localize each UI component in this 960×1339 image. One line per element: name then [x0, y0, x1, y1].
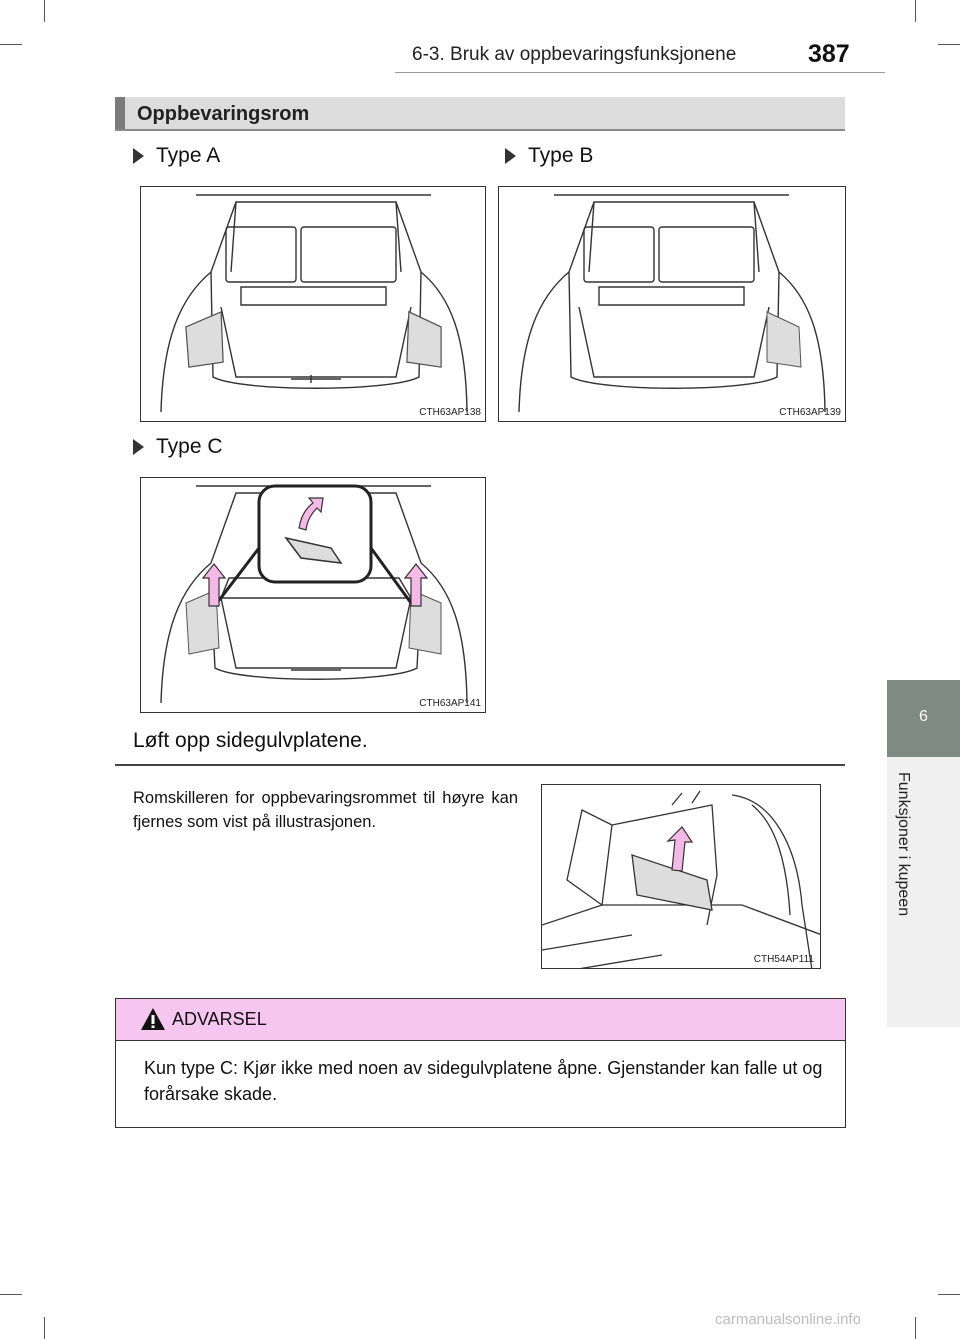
figure-code: CTH54AP111: [753, 954, 814, 965]
warning-text: Kun type C: Kjør ikke med noen av sidegu…: [144, 1058, 823, 1104]
crop-mark: [915, 1317, 916, 1339]
figure-code: CTH63AP139: [779, 407, 841, 418]
chapter-number: 6: [919, 708, 928, 725]
figure-type-c: CTH63AP141: [140, 477, 486, 713]
chapter-title: Funksjoner i kupeen: [895, 772, 912, 917]
warning-header: ADVARSEL: [116, 999, 845, 1041]
section-heading: Oppbevaringsrom: [115, 97, 845, 131]
chapter-tab-strip: [887, 757, 960, 1027]
trunk-illustration: [160, 484, 468, 704]
figure-code: CTH63AP141: [419, 698, 481, 709]
warning-box: ADVARSEL Kun type C: Kjør ikke med noen …: [115, 998, 846, 1128]
body-paragraph: Romskilleren for oppbevaringsrommet til …: [133, 789, 518, 831]
header-divider: [395, 72, 885, 73]
triangle-bullet-icon: [133, 439, 144, 455]
type-a-label: Type A: [133, 144, 220, 168]
type-b-label: Type B: [505, 144, 593, 168]
trunk-illustration: [160, 194, 468, 413]
crop-mark: [44, 0, 45, 22]
triangle-bullet-icon: [505, 148, 516, 164]
triangle-bullet-icon: [133, 148, 144, 164]
figure-type-b: CTH63AP139: [498, 186, 846, 422]
chapter-title-vertical: Funksjoner i kupeen: [893, 772, 913, 1012]
chapter-tab: 6: [887, 680, 960, 757]
crop-mark: [915, 0, 916, 22]
figure-type-a: CTH63AP138: [140, 186, 486, 422]
crop-mark: [0, 1294, 22, 1295]
header-title: 6-3. Bruk av oppbevaringsfunksjonene: [412, 44, 737, 65]
section-accent: [115, 97, 125, 129]
trunk-illustration: [518, 194, 826, 413]
figure-divider-removal: CTH54AP111: [541, 784, 821, 969]
type-c-label: Type C: [133, 435, 223, 459]
crop-mark: [44, 1317, 45, 1339]
warning-icon: [141, 1008, 165, 1030]
crop-mark: [0, 44, 22, 45]
divider-illustration: [542, 790, 820, 968]
warning-label: ADVARSEL: [172, 1009, 267, 1029]
crop-mark: [938, 1294, 960, 1295]
watermark: carmanualsonline.info: [715, 1311, 861, 1328]
section-title: Oppbevaringsrom: [137, 103, 310, 125]
instruction-caption: Løft opp sidegulvplatene.: [133, 729, 368, 752]
section-rule: [115, 764, 845, 766]
figure-code: CTH63AP138: [419, 407, 481, 418]
crop-mark: [938, 44, 960, 45]
page-number: 387: [808, 40, 850, 68]
